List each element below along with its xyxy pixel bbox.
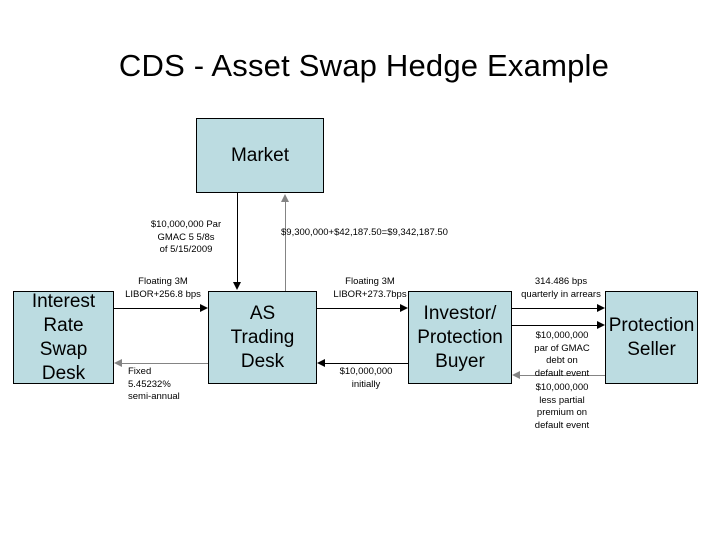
node-investor-protection-buyer-label: Investor/ Protection Buyer bbox=[417, 302, 503, 372]
node-interest-rate-swap-desk[interactable]: Interest Rate Swap Desk bbox=[13, 291, 114, 384]
edge-label-irs-to-as-floating: Floating 3M LIBOR+256.8 bps bbox=[125, 276, 201, 300]
arrow-market-to-as-desk-head bbox=[233, 282, 241, 290]
arrow-seller-to-investor-line bbox=[520, 375, 605, 376]
node-as-trading-desk-label: AS Trading Desk bbox=[230, 302, 295, 372]
arrow-as-to-irs-line bbox=[122, 363, 208, 364]
edge-label-market-to-as-desk: $10,000,000 Par GMAC 5 5/8s of 5/15/2009 bbox=[150, 219, 222, 255]
node-market[interactable]: Market bbox=[196, 118, 324, 193]
arrow-as-to-irs-head bbox=[114, 359, 122, 367]
arrow-irs-to-as-line bbox=[114, 308, 200, 309]
edge-label-seller-to-investor-default: $10,000,000 less partial premium on defa… bbox=[534, 382, 590, 431]
arrow-as-desk-to-market-line bbox=[285, 202, 286, 291]
arrow-as-to-investor-head bbox=[400, 304, 408, 312]
node-market-label: Market bbox=[230, 144, 290, 166]
node-interest-rate-swap-desk-label: Interest Rate Swap Desk bbox=[31, 290, 96, 384]
arrow-investor-to-seller-premium-line bbox=[512, 308, 597, 309]
arrow-as-desk-to-market-head bbox=[281, 194, 289, 202]
arrow-investor-to-seller-premium-head bbox=[597, 304, 605, 312]
arrow-investor-to-seller-default-head bbox=[597, 321, 605, 329]
page-title: CDS - Asset Swap Hedge Example bbox=[118, 48, 610, 83]
arrow-market-to-as-desk-line bbox=[237, 193, 238, 282]
arrow-investor-to-as-head bbox=[317, 359, 325, 367]
node-investor-protection-buyer[interactable]: Investor/ Protection Buyer bbox=[408, 291, 512, 384]
node-protection-seller-label: Protection Seller bbox=[608, 314, 695, 360]
edge-label-as-to-investor-floating: Floating 3M LIBOR+273.7bps bbox=[333, 276, 407, 300]
node-as-trading-desk[interactable]: AS Trading Desk bbox=[208, 291, 317, 384]
edge-label-as-desk-to-market: $9,300,000+$42,187.50=$9,342,187.50 bbox=[281, 227, 448, 238]
node-protection-seller[interactable]: Protection Seller bbox=[605, 291, 698, 384]
arrow-as-to-investor-line bbox=[317, 308, 400, 309]
edge-label-investor-to-as-principal: $10,000,000 initially bbox=[339, 366, 393, 390]
arrow-irs-to-as-head bbox=[200, 304, 208, 312]
edge-label-as-to-irs-fixed: Fixed 5.45232% semi-annual bbox=[128, 366, 180, 402]
arrow-investor-to-seller-default-line bbox=[512, 325, 597, 326]
arrow-investor-to-as-line bbox=[325, 363, 408, 364]
arrow-seller-to-investor-head bbox=[512, 371, 520, 379]
edge-label-investor-to-seller-default: $10,000,000 par of GMAC debt on default … bbox=[534, 330, 590, 379]
edge-label-investor-to-seller-premium: 314.486 bps quarterly in arrears bbox=[521, 276, 601, 300]
